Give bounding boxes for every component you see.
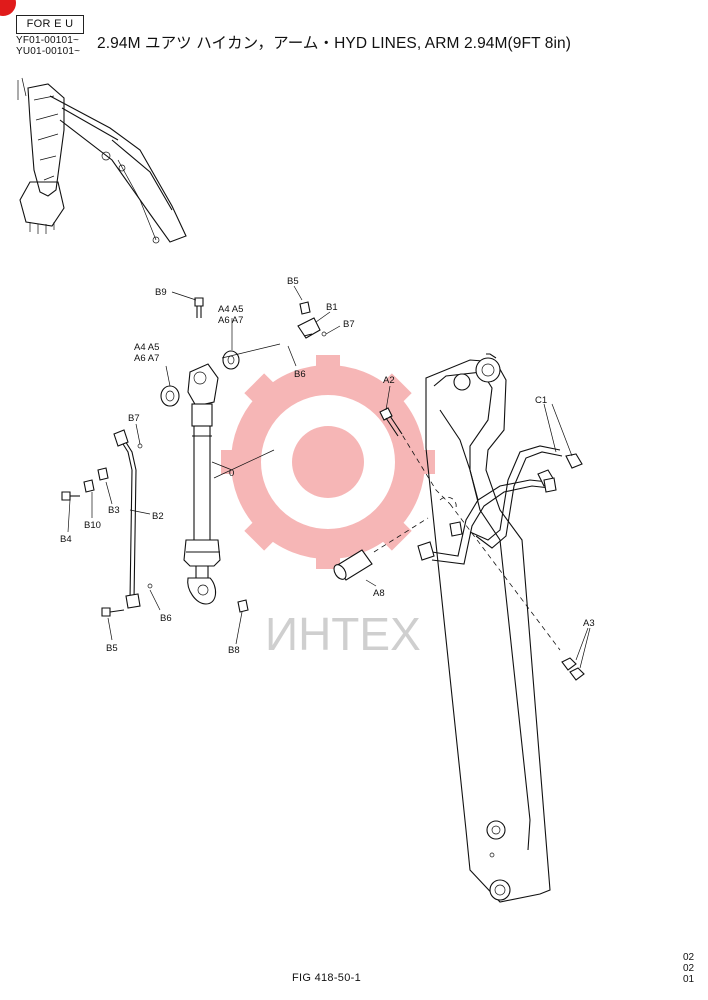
bucket-cylinder	[183, 363, 221, 605]
nuts-a3	[561, 657, 585, 681]
label-c1: C1	[535, 395, 547, 406]
pipe-b2	[83, 429, 143, 609]
bolt-a2	[379, 407, 403, 437]
label-b4: B4	[60, 534, 72, 545]
label-b9: B9	[155, 287, 167, 298]
leader-lines	[67, 285, 591, 669]
watermark-text: ИНТЕХ	[265, 608, 421, 660]
label-b1: B1	[326, 302, 338, 313]
edge-code: 02	[683, 963, 695, 974]
edge-code: 02	[683, 952, 695, 963]
hidden-bolt	[439, 496, 457, 509]
label-a6a7-left: A6 A7	[134, 353, 159, 364]
label-b6-top: B6	[294, 369, 306, 380]
label-a3: A3	[583, 618, 595, 629]
edge-codes: 02 02 01	[683, 952, 708, 985]
hydraulic-lines	[417, 445, 583, 565]
label-b5-lower: B5	[106, 643, 118, 654]
label-b7-left: B7	[128, 413, 140, 424]
label-b6-lower: B6	[160, 613, 172, 624]
serial-range-1: YF01-00101~	[16, 35, 80, 46]
region-box: FOR E U	[16, 15, 84, 34]
label-b5-top: B5	[287, 276, 299, 287]
label-o: 0	[229, 468, 234, 479]
pin-a8	[333, 549, 373, 581]
page-title: 2.94M ユアツ ハイカン，アーム・HYD LINES, ARM 2.94M(…	[97, 35, 572, 52]
bolt-b9	[194, 297, 204, 318]
label-a2: A2	[383, 375, 395, 386]
nut-guide-line	[449, 503, 561, 651]
figure-label: FIG 418-50-1	[292, 972, 362, 984]
excavator-thumbnail	[17, 77, 187, 244]
label-b3: B3	[108, 505, 120, 516]
arm-assembly	[425, 353, 551, 903]
clamp-b1	[297, 301, 327, 339]
pin-guide-line	[373, 517, 429, 553]
callout-labels: B9 A4 A5 A6 A7 A4 A5 A6 A7 B5 B1 B7 B6 B…	[60, 276, 595, 656]
bolt-guide-line	[397, 427, 451, 505]
label-b8: B8	[228, 645, 240, 656]
label-b2: B2	[152, 511, 164, 522]
edge-code: 01	[683, 974, 695, 985]
corner-marker	[0, 0, 16, 16]
label-a4a5-left: A4 A5	[134, 342, 159, 353]
bolts-lower	[61, 491, 249, 617]
washers	[160, 350, 240, 407]
serial-range-2: YU01-00101~	[16, 46, 81, 57]
label-a4a5-upper: A4 A5	[218, 304, 243, 315]
label-a8: A8	[373, 588, 385, 599]
label-b10: B10	[84, 520, 101, 531]
label-a6a7-upper: A6 A7	[218, 315, 243, 326]
watermark-logo	[221, 355, 435, 569]
label-b7-top: B7	[343, 319, 355, 330]
